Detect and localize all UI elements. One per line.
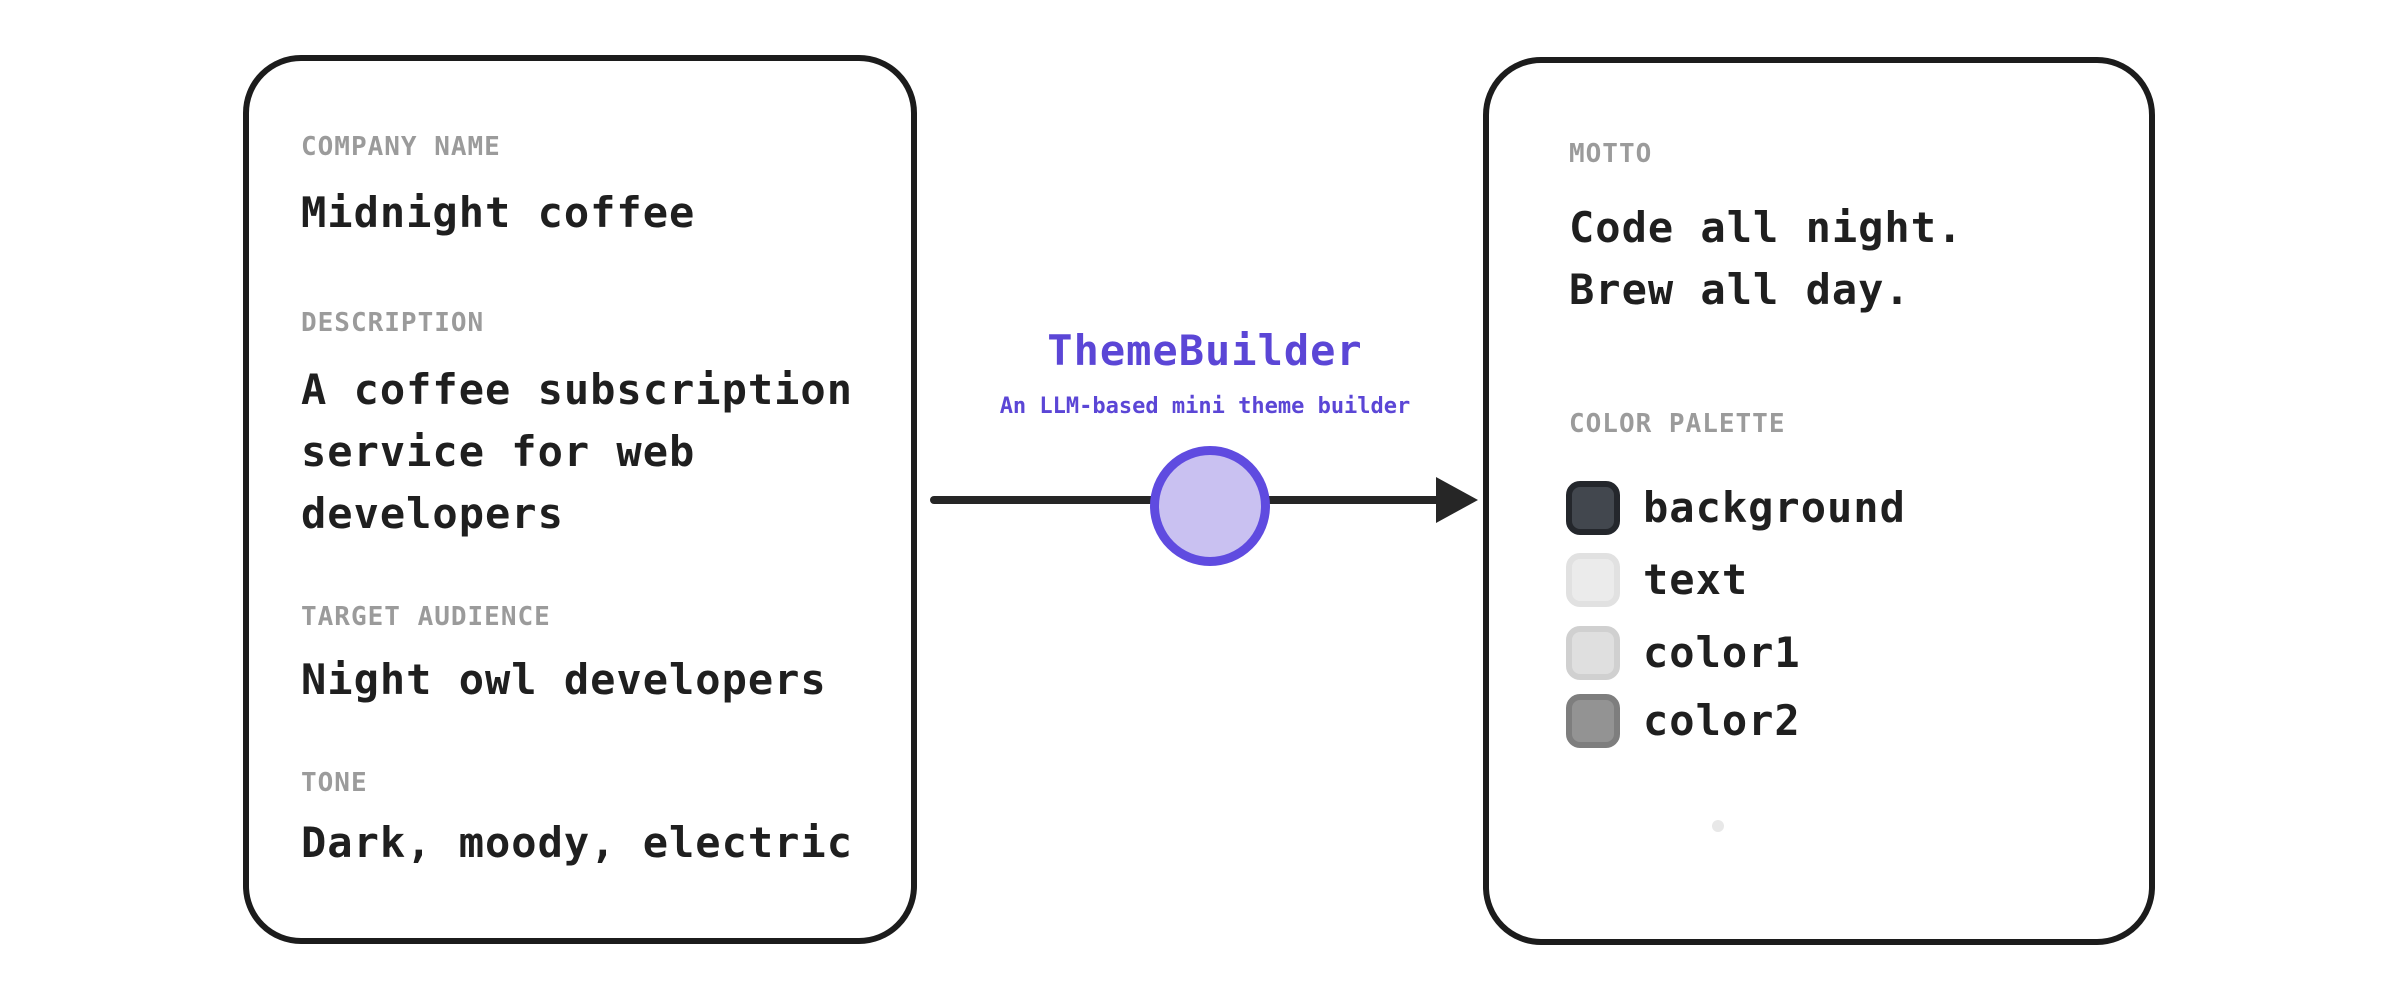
- swatch-name: color1: [1643, 628, 1801, 677]
- color1-swatch-icon: [1566, 626, 1620, 680]
- description-value: A coffee subscription service for web de…: [301, 365, 854, 538]
- background-color-swatch-icon: [1566, 481, 1620, 535]
- color-palette-label: COLOR PALETTE: [1569, 409, 1786, 439]
- motto-label: MOTTO: [1569, 139, 1653, 169]
- company-name-label: COMPANY NAME: [301, 132, 501, 162]
- builder-node-circle-icon: [1150, 446, 1270, 566]
- input-brief-card: COMPANY NAME Midnight coffee DESCRIPTION…: [243, 55, 917, 944]
- decorative-dot: [1712, 820, 1724, 832]
- builder-subtitle: An LLM-based mini theme builder: [999, 394, 1411, 419]
- color2-swatch-icon: [1566, 694, 1620, 748]
- output-theme-card: MOTTO Code all night. Brew all day. COLO…: [1483, 57, 2155, 945]
- swatch-name: background: [1643, 483, 1906, 532]
- flow-arrowhead-icon: [1436, 477, 1478, 523]
- description-label: DESCRIPTION: [301, 308, 485, 338]
- swatch-name: text: [1643, 555, 1749, 604]
- target-audience-label: TARGET AUDIENCE: [301, 602, 551, 632]
- company-name-value: Midnight coffee: [301, 188, 696, 237]
- target-audience-value: Night owl developers: [301, 655, 827, 704]
- tone-value: Dark, moody, electric: [301, 818, 854, 867]
- text-color-swatch-icon: [1566, 553, 1620, 607]
- tone-label: TONE: [301, 768, 368, 798]
- motto-value: Code all night. Brew all day.: [1569, 203, 1964, 314]
- builder-title: ThemeBuilder: [1047, 326, 1363, 375]
- swatch-name: color2: [1643, 696, 1801, 745]
